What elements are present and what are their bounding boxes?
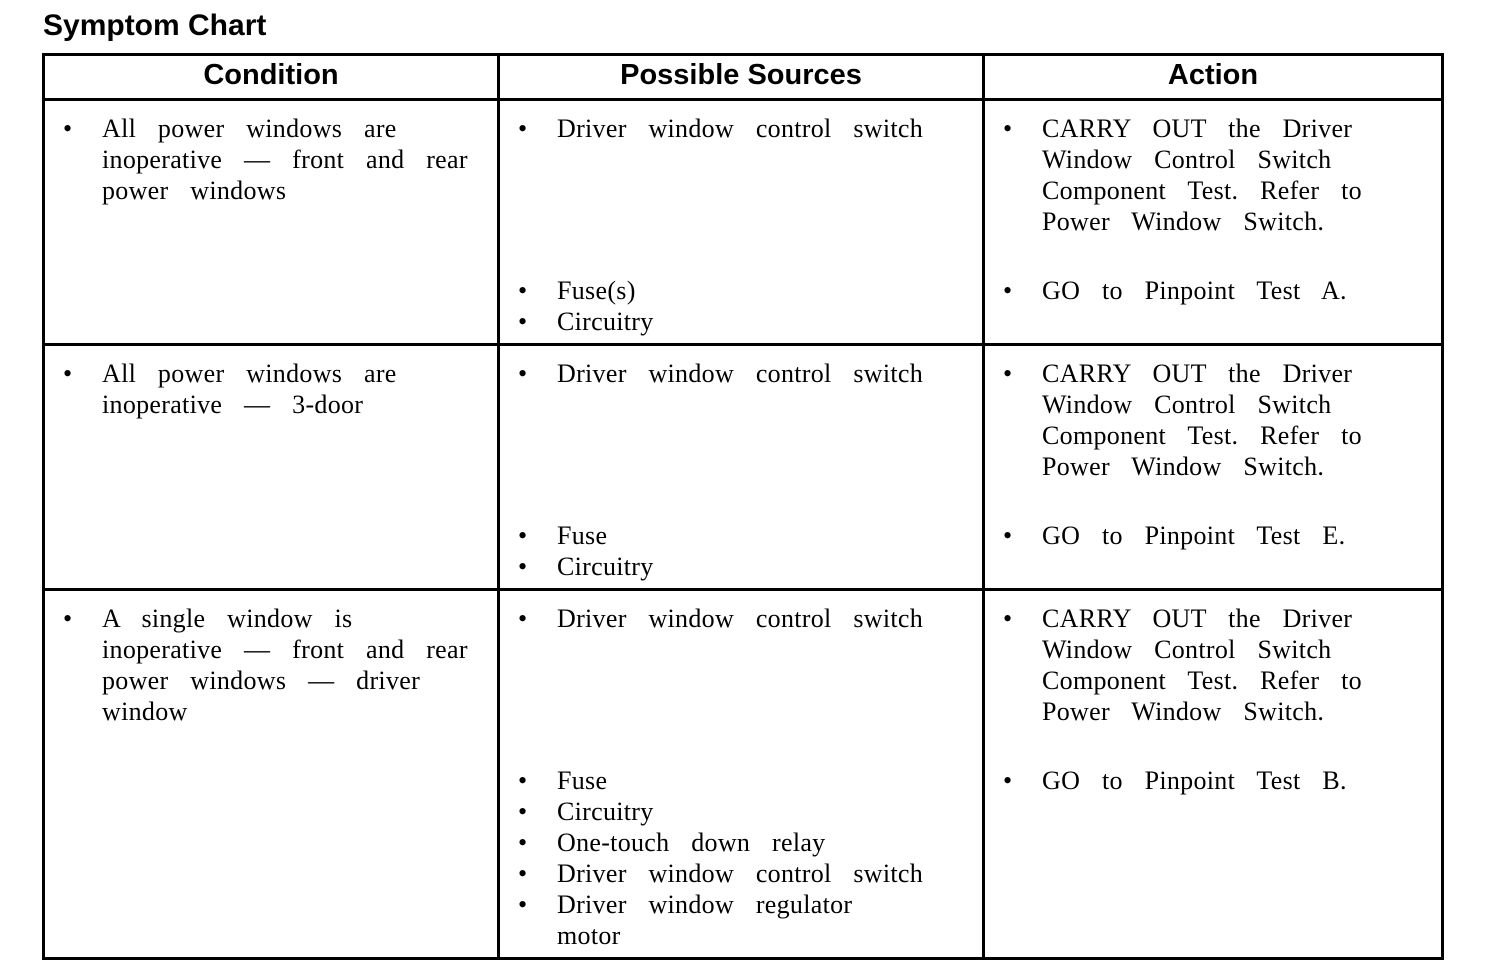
list-item: • A single window is inoperative — front … <box>63 603 487 727</box>
item-text: Fuse <box>557 521 608 550</box>
possible-sources-cell: • Driver window control switch • Fuse(s) • C… <box>497 101 982 343</box>
item-text: GO to Pinpoint Test A. <box>1042 276 1347 305</box>
list-item: • Driver window control switch <box>518 113 972 144</box>
bullet-icon: • <box>518 859 528 888</box>
list-item: • CARRY OUT the Driver Window Control Swi… <box>1003 603 1431 727</box>
bullet-icon: • <box>1003 604 1013 633</box>
actions-secondary-group: • GO to Pinpoint Test B. <box>1003 765 1431 796</box>
item-text: Fuse <box>557 766 608 795</box>
list-item: • Driver window control switch <box>518 603 972 634</box>
item-text: One-touch down relay <box>557 828 826 857</box>
list-item: • Circuitry <box>518 306 972 337</box>
table-row: • All power windows are inoperative — fro… <box>45 101 1441 343</box>
item-text: A single window is inoperative — front a… <box>102 604 468 726</box>
list-item: • Driver window regulator motor <box>518 889 972 951</box>
item-text: Driver window control switch <box>557 859 924 888</box>
list-item: • CARRY OUT the Driver Window Control Swi… <box>1003 113 1431 237</box>
condition-cell: • All power windows are inoperative — fro… <box>45 101 497 343</box>
bullet-icon: • <box>1003 766 1013 795</box>
condition-cell: • A single window is inoperative — front … <box>45 591 497 957</box>
sources-secondary-group: • Fuse • Circuitry • One-touch down relay • Dri… <box>518 765 972 951</box>
list-item: • All power windows are inoperative — 3-d… <box>63 358 487 420</box>
actions-primary-group: • CARRY OUT the Driver Window Control Swi… <box>1003 603 1431 765</box>
actions-primary-group: • CARRY OUT the Driver Window Control Swi… <box>1003 358 1431 520</box>
item-text: Circuitry <box>557 307 654 336</box>
list-item: • Circuitry <box>518 796 972 827</box>
table-body: • All power windows are inoperative — fro… <box>45 101 1441 957</box>
item-text: All power windows are inoperative — fron… <box>102 114 468 205</box>
item-text: Driver window control switch <box>557 114 924 143</box>
list-item: • GO to Pinpoint Test B. <box>1003 765 1431 796</box>
action-cell: • CARRY OUT the Driver Window Control Swi… <box>982 101 1441 343</box>
symptom-chart-table: Condition Possible Sources Action • All p… <box>42 53 1444 960</box>
list-item: • GO to Pinpoint Test A. <box>1003 275 1431 306</box>
item-text: GO to Pinpoint Test E. <box>1042 521 1346 550</box>
sources-primary-group: • Driver window control switch <box>518 603 972 765</box>
item-text: Fuse(s) <box>557 276 636 305</box>
list-item: • Driver window control switch <box>518 358 972 389</box>
bullet-icon: • <box>518 552 528 581</box>
list-item: • All power windows are inoperative — fro… <box>63 113 487 206</box>
item-text: GO to Pinpoint Test B. <box>1042 766 1347 795</box>
actions-secondary-group: • GO to Pinpoint Test E. <box>1003 520 1431 551</box>
item-text: Circuitry <box>557 552 654 581</box>
list-item: • One-touch down relay <box>518 827 972 858</box>
possible-sources-cell: • Driver window control switch • Fuse • Circ… <box>497 591 982 957</box>
bullet-icon: • <box>1003 359 1013 388</box>
page-title: Symptom Chart <box>43 9 267 42</box>
table-row: • All power windows are inoperative — 3-d… <box>45 343 1441 588</box>
list-item: • GO to Pinpoint Test E. <box>1003 520 1431 551</box>
bullet-icon: • <box>63 114 73 143</box>
sources-secondary-group: • Fuse(s) • Circuitry <box>518 275 972 337</box>
sources-primary-group: • Driver window control switch <box>518 358 972 520</box>
bullet-icon: • <box>518 307 528 336</box>
item-text: Driver window control switch <box>557 604 924 633</box>
possible-sources-cell: • Driver window control switch • Fuse • Circ… <box>497 346 982 588</box>
item-text: CARRY OUT the Driver Window Control Swit… <box>1042 604 1362 726</box>
bullet-icon: • <box>1003 521 1013 550</box>
list-item: • Fuse <box>518 520 972 551</box>
item-text: Circuitry <box>557 797 654 826</box>
list-item: • CARRY OUT the Driver Window Control Swi… <box>1003 358 1431 482</box>
bullet-icon: • <box>1003 114 1013 143</box>
column-header-condition: Condition <box>203 59 339 91</box>
list-item: • Driver window control switch <box>518 858 972 889</box>
bullet-icon: • <box>1003 276 1013 305</box>
bullet-icon: • <box>518 359 528 388</box>
sources-secondary-group: • Fuse • Circuitry <box>518 520 972 582</box>
bullet-icon: • <box>518 114 528 143</box>
condition-cell: • All power windows are inoperative — 3-d… <box>45 346 497 588</box>
item-text: Driver window regulator motor <box>557 890 853 950</box>
bullet-icon: • <box>518 521 528 550</box>
bullet-icon: • <box>518 604 528 633</box>
list-item: • Fuse(s) <box>518 275 972 306</box>
action-cell: • CARRY OUT the Driver Window Control Swi… <box>982 591 1441 957</box>
actions-primary-group: • CARRY OUT the Driver Window Control Swi… <box>1003 113 1431 275</box>
column-header-action: Action <box>982 56 1441 98</box>
item-text: All power windows are inoperative — 3-do… <box>102 359 397 419</box>
bullet-icon: • <box>518 797 528 826</box>
actions-secondary-group: • GO to Pinpoint Test A. <box>1003 275 1431 306</box>
bullet-icon: • <box>518 828 528 857</box>
list-item: • Fuse <box>518 765 972 796</box>
bullet-icon: • <box>63 359 73 388</box>
bullet-icon: • <box>518 766 528 795</box>
bullet-icon: • <box>63 604 73 633</box>
table-row: • A single window is inoperative — front … <box>45 588 1441 957</box>
item-text: Driver window control switch <box>557 359 924 388</box>
list-item: • Circuitry <box>518 551 972 582</box>
bullet-icon: • <box>518 890 528 919</box>
item-text: CARRY OUT the Driver Window Control Swit… <box>1042 114 1362 236</box>
action-cell: • CARRY OUT the Driver Window Control Swi… <box>982 346 1441 588</box>
column-header-possible-sources: Possible Sources <box>497 56 982 98</box>
item-text: CARRY OUT the Driver Window Control Swit… <box>1042 359 1362 481</box>
bullet-icon: • <box>518 276 528 305</box>
table-header-row: Condition Possible Sources Action <box>45 56 1441 101</box>
sources-primary-group: • Driver window control switch <box>518 113 972 275</box>
